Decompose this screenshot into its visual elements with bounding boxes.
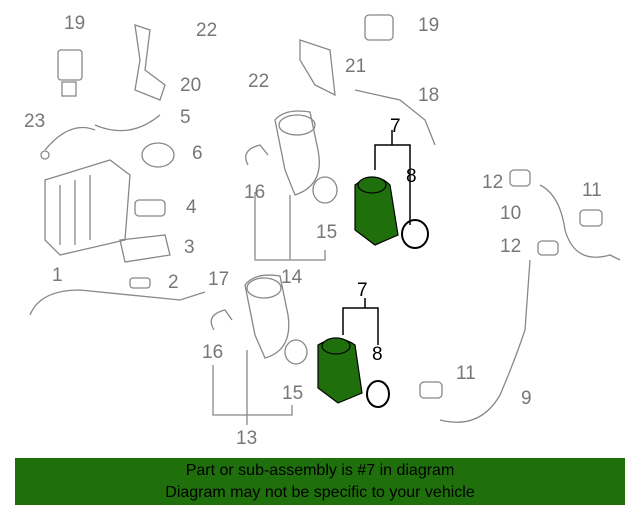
part-8-gasket-upper bbox=[401, 219, 429, 249]
part-5-hose bbox=[94, 114, 161, 132]
callout-15: 15 bbox=[316, 222, 338, 243]
part-8-gasket-lower bbox=[366, 380, 390, 408]
part-17-pipe bbox=[29, 289, 206, 316]
part-7-egr-valve-upper-highlighted bbox=[354, 176, 399, 246]
callout-11: 11 bbox=[582, 180, 602, 201]
callout-8: 8 bbox=[406, 166, 417, 187]
callout-13: 13 bbox=[236, 428, 258, 449]
part-9-pipe bbox=[439, 259, 531, 423]
callout-22: 22 bbox=[196, 20, 218, 41]
part-2-clip bbox=[129, 277, 151, 289]
leader-lines-upper bbox=[254, 192, 326, 261]
callout-11: 11 bbox=[456, 363, 476, 384]
part-15-gasket-upper bbox=[312, 176, 338, 204]
callout-22: 22 bbox=[248, 71, 270, 92]
callout-18: 18 bbox=[418, 85, 440, 106]
part-6-actuator bbox=[141, 142, 175, 168]
part-10-pipe bbox=[539, 184, 621, 261]
callout-5: 5 bbox=[180, 107, 191, 128]
leader-lines-7-lower bbox=[342, 298, 379, 345]
callout-19: 19 bbox=[64, 13, 86, 34]
part-21-bracket bbox=[299, 39, 336, 97]
part-14-egr-upper bbox=[274, 110, 320, 196]
callout-2: 2 bbox=[168, 272, 179, 293]
callout-19: 19 bbox=[418, 15, 440, 36]
notice-banner: Part or sub-assembly is #7 in diagram Di… bbox=[15, 458, 625, 505]
banner-line-1: Part or sub-assembly is #7 in diagram bbox=[185, 462, 455, 479]
part-4-valve bbox=[134, 199, 166, 217]
part-7-egr-valve-lower-highlighted bbox=[317, 337, 363, 404]
part-16-clamp-upper bbox=[245, 144, 269, 166]
banner-line-2: Diagram may not be specific to your vehi… bbox=[165, 484, 475, 501]
callout-7: 7 bbox=[357, 280, 368, 301]
part-11-flange-upper bbox=[579, 209, 603, 227]
part-19-valve-right bbox=[364, 14, 394, 41]
callout-14: 14 bbox=[281, 267, 303, 288]
callout-20: 20 bbox=[180, 75, 202, 96]
part-16-clamp-lower bbox=[210, 309, 233, 331]
callout-16: 16 bbox=[202, 342, 224, 363]
callout-17: 17 bbox=[208, 269, 230, 290]
callout-7: 7 bbox=[390, 116, 401, 137]
part-3-bracket bbox=[119, 234, 171, 263]
callout-21: 21 bbox=[345, 56, 367, 77]
callout-23: 23 bbox=[24, 111, 46, 132]
callout-4: 4 bbox=[186, 197, 197, 218]
callout-1: 1 bbox=[52, 265, 63, 286]
part-12-gasket-lower bbox=[537, 240, 559, 256]
part-20-bracket bbox=[134, 24, 166, 101]
callout-16: 16 bbox=[244, 182, 266, 203]
part-12-gasket-upper bbox=[509, 169, 531, 187]
callout-9: 9 bbox=[521, 388, 532, 409]
part-11-flange-lower bbox=[419, 381, 443, 399]
callout-8: 8 bbox=[372, 344, 383, 365]
part-15-gasket-lower bbox=[284, 339, 308, 365]
part-19-valve-left bbox=[57, 49, 83, 97]
callout-3: 3 bbox=[184, 237, 195, 258]
callout-15: 15 bbox=[282, 383, 304, 404]
leader-lines-lower bbox=[212, 350, 293, 425]
part-14-egr-lower bbox=[244, 274, 290, 359]
callout-12: 12 bbox=[500, 236, 522, 257]
part-18-pipe bbox=[354, 89, 436, 146]
part-1-canister bbox=[44, 159, 131, 256]
part-23-sensor bbox=[40, 126, 96, 160]
callout-12: 12 bbox=[482, 172, 504, 193]
callout-10: 10 bbox=[500, 203, 522, 224]
leader-lines-7-upper bbox=[374, 130, 411, 225]
callout-6: 6 bbox=[192, 143, 203, 164]
